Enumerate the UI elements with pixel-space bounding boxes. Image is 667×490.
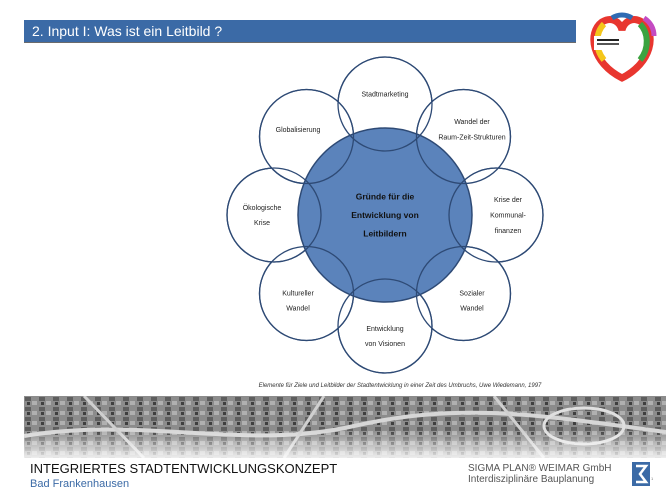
footer-project-title: INTEGRIERTES STADTENTWICKLUNGSKONZEPT xyxy=(30,461,338,476)
reason-label-line: Stadtmarketing xyxy=(361,91,408,98)
reason-label-line: Krise der xyxy=(494,197,523,204)
reason-circle-outline xyxy=(258,88,355,185)
reason-label-line: Ökologische xyxy=(243,204,282,212)
reason-label-line: Entwicklung xyxy=(366,326,403,333)
footer-location: Bad Frankenhausen xyxy=(30,478,130,490)
satellite-outlines xyxy=(226,56,544,374)
diagram-caption: Elemente für Ziele und Leitbilder der St… xyxy=(258,383,542,389)
title-bar: 2. Input I: Was ist ein Leitbild ? xyxy=(24,20,576,42)
page-number: 1 xyxy=(651,476,654,481)
reason-label-line: Kommunal- xyxy=(490,212,526,219)
reason-label-line: Raum-Zeit-Strukturen xyxy=(438,135,505,142)
reason-circle-outline xyxy=(226,167,322,263)
reason-label-line: Wandel xyxy=(460,306,484,313)
city-logo-icon xyxy=(590,12,657,82)
company-info: SIGMA PLAN® WEIMAR GmbH Interdisziplinär… xyxy=(468,463,612,485)
company-subtitle: Interdisziplinäre Bauplanung xyxy=(468,474,595,485)
slide-title: 2. Input I: Was ist ein Leitbild ? xyxy=(32,23,223,39)
title-divider xyxy=(24,42,576,43)
reason-circle-outline xyxy=(337,278,433,374)
center-label-line: Entwicklung von xyxy=(351,210,419,220)
center-label-line: Gründe für die xyxy=(356,191,415,201)
reason-label-line: Kultureller xyxy=(282,290,314,297)
reason-circle-outline xyxy=(415,88,512,185)
reason-circle-outline xyxy=(448,167,544,263)
reason-label-line: Wandel xyxy=(286,306,310,313)
reason-label-line: Globalisierung xyxy=(276,127,321,134)
aerial-photo-band xyxy=(24,396,666,458)
reason-circle-outline xyxy=(337,56,433,152)
reason-label-line: Krise xyxy=(254,220,270,227)
reason-label-line: Wandel der xyxy=(454,119,490,126)
reason-circle-outline xyxy=(258,245,355,342)
reason-label-line: von Visionen xyxy=(365,341,405,348)
center-circle xyxy=(297,127,473,303)
reason-label-line: Sozialer xyxy=(459,290,485,297)
company-logo-icon xyxy=(632,462,650,486)
center-label-line: Leitbildern xyxy=(363,229,406,239)
reason-circle-outline xyxy=(415,245,512,342)
reason-label-line: finanzen xyxy=(495,228,522,235)
company-name: SIGMA PLAN® WEIMAR GmbH xyxy=(468,463,612,474)
